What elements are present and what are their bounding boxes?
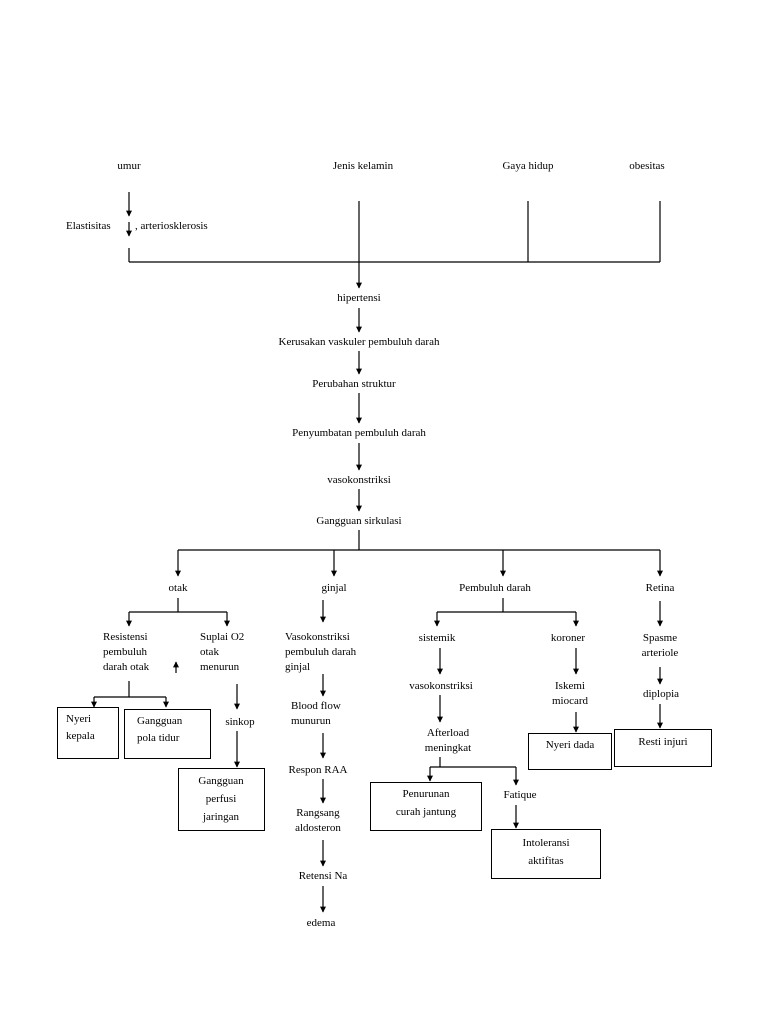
- node-gangguan-sirkulasi: Gangguan sirkulasi: [316, 515, 402, 527]
- node-gaya-hidup: Gaya hidup: [502, 160, 554, 172]
- box-resti-injuri: Resti injuri: [614, 729, 712, 767]
- node-umur: umur: [117, 160, 141, 172]
- node-edema: edema: [306, 917, 336, 929]
- node-retina: Retina: [645, 582, 675, 594]
- box-nyeri-kepala: Nyeri kepala: [57, 707, 119, 759]
- node-spasme-arteriole: Spasme arteriole: [641, 632, 679, 659]
- node-otak: otak: [168, 582, 188, 594]
- box-penurunan-curah-jantung: Penurunan curah jantung: [370, 782, 482, 831]
- node-ginjal: ginjal: [321, 582, 347, 594]
- node-afterload: Afterload meningkat: [424, 727, 472, 754]
- node-koroner: koroner: [550, 632, 586, 644]
- node-obesitas: obesitas: [629, 160, 665, 172]
- node-vasokonstriksi: vasokonstriksi: [327, 474, 391, 486]
- box-nyeri-dada: Nyeri dada: [528, 733, 612, 770]
- node-pembuluh-darah: Pembuluh darah: [459, 582, 531, 594]
- node-pembuluh-vasokonstriksi: vasokonstriksi: [409, 680, 473, 692]
- node-diplopia: diplopia: [642, 688, 680, 700]
- node-hipertensi: hipertensi: [337, 292, 381, 304]
- node-kerusakan: Kerusakan vaskuler pembuluh darah: [278, 336, 440, 348]
- node-rangsang-aldosteron: Rangsang aldosteron: [295, 807, 341, 834]
- node-iskemi-miocard: Iskemi miocard: [551, 680, 589, 707]
- node-jenis-kelamin: Jenis kelamin: [332, 160, 394, 172]
- node-resistensi: Resistensi pembuluh darah otak: [103, 631, 150, 673]
- node-fatique: Fatique: [503, 789, 537, 801]
- box-gangguan-pola-tidur: Gangguan pola tidur: [124, 709, 211, 759]
- node-suplai-o2: Suplai O2 otak menurun: [200, 631, 245, 673]
- node-ginjal-vasokonstriksi: Vasokonstriksi pembuluh darah ginjal: [285, 631, 357, 673]
- box-intoleransi-aktifitas: Intoleransi aktifitas: [491, 829, 601, 879]
- node-elastisitas: Elastisitas: [66, 220, 111, 232]
- node-retensi-na: Retensi Na: [298, 870, 348, 882]
- node-penyumbatan: Penyumbatan pembuluh darah: [292, 427, 426, 439]
- node-arteriosklerosis: , arteriosklerosis: [135, 220, 208, 232]
- node-respon-raa: Respon RAA: [288, 764, 348, 776]
- node-blood-flow: Blood flow munurun: [291, 700, 341, 727]
- box-gangguan-perfusi: Gangguan perfusi jaringan: [178, 768, 265, 831]
- node-sinkop: sinkop: [225, 716, 255, 728]
- node-perubahan: Perubahan struktur: [312, 378, 396, 390]
- node-sistemik: sistemik: [418, 632, 456, 644]
